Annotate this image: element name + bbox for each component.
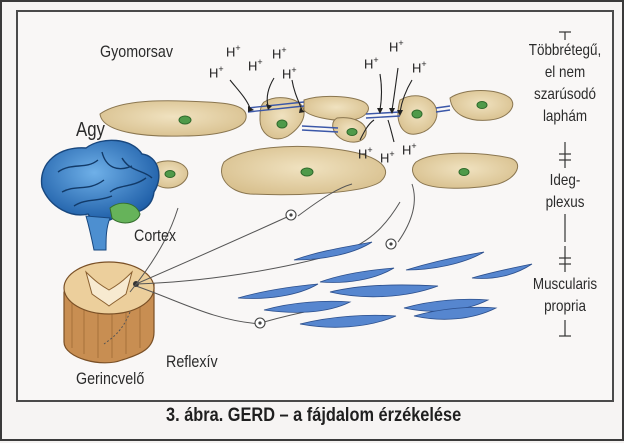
muscle-cell — [330, 285, 438, 297]
muscle-cell — [294, 242, 372, 260]
muscle-cell — [406, 252, 484, 270]
label-reflexiv: Reflexív — [166, 352, 218, 372]
h-ion-label: H+ — [248, 57, 263, 73]
h-ion-label: H+ — [282, 65, 297, 81]
spinal-cord — [64, 262, 154, 363]
nucleus — [412, 110, 422, 118]
nucleus — [179, 116, 191, 124]
layer-label-plexus: Ideg- plexus — [515, 170, 616, 214]
h-ion-label: H+ — [226, 43, 241, 59]
muscle-cell — [238, 284, 318, 298]
h-ion-label: H+ — [412, 59, 427, 75]
epithelial-cell — [100, 101, 246, 136]
label-gyomorsav: Gyomorsav — [100, 42, 173, 62]
epithelial-cell — [304, 96, 368, 120]
label-gerincvelo: Gerincvelő — [76, 369, 144, 389]
nucleus — [165, 171, 175, 178]
figure-caption: 3. ábra. GERD – a fájdalom érzékelése — [2, 405, 624, 427]
label-agy: Agy — [76, 119, 105, 142]
h-ion-label: H+ — [380, 149, 395, 165]
epithelial-cells — [100, 91, 518, 195]
muscle-cell — [264, 301, 350, 312]
h-ion-label: H+ — [358, 145, 373, 161]
h-ion-label: H+ — [402, 141, 417, 157]
nucleus — [477, 102, 487, 109]
nucleus — [459, 169, 469, 176]
nucleus — [347, 129, 357, 136]
muscle-cell — [300, 315, 396, 327]
muscle-cells — [238, 242, 532, 327]
layer-label-epithelium: Többrétegű, el nem szarúsodó laphám — [515, 40, 616, 128]
h-ion-label: H+ — [209, 64, 224, 80]
nucleus — [301, 168, 313, 176]
h-ion-label: H+ — [272, 45, 287, 61]
h-ion-label: H+ — [389, 38, 404, 54]
layer-label-muscularis: Muscularis propria — [515, 274, 616, 318]
nucleus — [277, 120, 287, 128]
muscle-cell — [320, 268, 394, 282]
label-cortex: Cortex — [134, 226, 176, 246]
h-ion-label: H+ — [364, 55, 379, 71]
